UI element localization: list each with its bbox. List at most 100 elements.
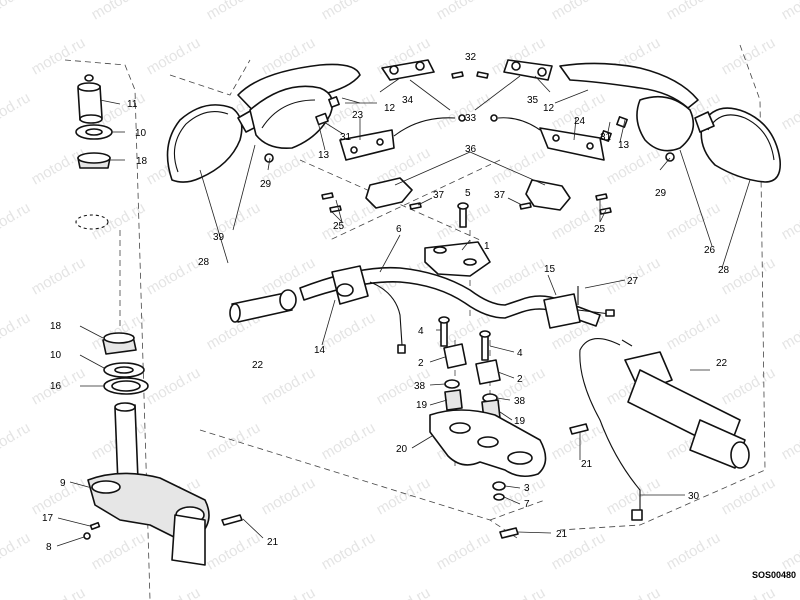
left-switch-14: [331, 265, 406, 354]
callout-2-right: 2: [517, 374, 523, 385]
watermark-text: motod.ru: [779, 0, 800, 23]
callout-18: 18: [136, 156, 148, 167]
watermark-text: motod.ru: [89, 0, 149, 23]
callout-36: 36: [465, 144, 477, 155]
watermark-text: motod.ru: [259, 474, 319, 518]
watermark-text: motod.ru: [0, 309, 33, 353]
right-clamp-35: [503, 59, 553, 81]
callout-labels: 32 11 10 18 34 35 12 12 33 23 31 24 31 1…: [42, 52, 730, 553]
watermark-text: motod.ru: [0, 529, 33, 573]
callout-10-lower: 10: [50, 350, 62, 361]
callout-7: 7: [524, 499, 530, 510]
callout-37-left: 37: [433, 190, 445, 201]
right-throttle-assembly: [579, 338, 750, 521]
watermark-text: motod.ru: [779, 529, 800, 573]
watermark-text: motod.ru: [0, 199, 33, 243]
callout-19-right: 19: [514, 416, 526, 427]
watermark-text: motod.ru: [779, 199, 800, 243]
watermark-text: motod.ru: [29, 474, 89, 518]
callout-23: 23: [352, 110, 364, 121]
callout-32: 32: [465, 52, 477, 63]
upper-triple-clamp-20: [429, 409, 589, 539]
left-spacers-31-13: [315, 96, 340, 126]
left-clamp-34: [381, 59, 435, 81]
callout-3: 3: [524, 483, 530, 494]
left-handguard-26: [237, 63, 361, 163]
watermark-text: motod.ru: [489, 584, 549, 600]
callout-14: 14: [314, 345, 326, 356]
watermark-text: motod.ru: [664, 199, 724, 243]
callout-29-left: 29: [260, 179, 272, 190]
callout-24: 24: [574, 116, 586, 127]
watermark-text: motod.ru: [549, 0, 609, 23]
callout-26: 26: [704, 245, 716, 256]
callout-16: 16: [50, 381, 62, 392]
washer-10-lower: [103, 362, 145, 378]
callout-21-left: 21: [267, 537, 279, 548]
screws-32-33: [451, 71, 489, 79]
watermark-text: motod.ru: [29, 584, 89, 600]
callout-11: 11: [127, 99, 138, 110]
watermark-text: motod.ru: [259, 364, 319, 408]
callout-35: 35: [527, 95, 539, 106]
watermark-text: motod.ru: [0, 419, 33, 463]
callout-31-right: 31: [600, 132, 612, 143]
watermark-text: motod.ru: [29, 254, 89, 298]
right-mirror-28: [694, 107, 782, 183]
callout-1: 1: [484, 241, 490, 252]
watermark-text: motod.ru: [319, 309, 379, 353]
callout-22-right: 22: [716, 358, 728, 369]
watermark-text: motod.ru: [604, 144, 664, 188]
bolt-17-and-nut-8: [83, 521, 101, 540]
watermark-text: motod.ru: [204, 419, 264, 463]
callout-34: 34: [402, 95, 414, 106]
watermark-text: motod.ru: [89, 529, 149, 573]
lower-triple-clamp-9: [87, 402, 210, 566]
callout-28-left: 28: [198, 257, 210, 268]
callout-10: 10: [135, 128, 147, 139]
drawing-code: SOS00480: [752, 570, 796, 580]
callout-28-right: 28: [718, 265, 730, 276]
stem-cap-11: [77, 74, 103, 124]
callout-13-right: 13: [618, 140, 630, 151]
left-mirror-28: [166, 104, 263, 183]
watermark-text: motod.ru: [319, 419, 379, 463]
callout-15: 15: [544, 264, 556, 275]
callout-4-right: 4: [517, 348, 523, 359]
callout-38-left: 38: [414, 381, 426, 392]
watermark-text: motod.ru: [434, 89, 494, 133]
callout-19-left: 19: [416, 400, 428, 411]
callout-33: 33: [465, 113, 477, 124]
callout-2-left: 2: [418, 358, 424, 369]
seal-ghost: [75, 214, 109, 230]
callout-30: 30: [688, 491, 700, 502]
leader-lines: [56, 75, 751, 547]
callout-22-left: 22: [252, 360, 264, 371]
callout-31-left: 31: [340, 132, 352, 143]
watermark-text: motod.ru: [0, 89, 33, 133]
callout-4-left: 4: [418, 326, 424, 337]
watermark-text: motod.ru: [144, 34, 204, 78]
risers-2-4-38-19: [438, 316, 501, 421]
callout-27: 27: [627, 276, 639, 287]
right-handguard-26: [559, 62, 699, 162]
washer-10-top: [75, 124, 113, 140]
left-bracket-23: [339, 114, 466, 161]
watermark-text: motod.ru: [144, 584, 204, 600]
watermark-text: motod.ru: [664, 0, 724, 23]
watermark-text: motod.ru: [144, 254, 204, 298]
callout-9: 9: [60, 478, 66, 489]
watermark-text: motod.ru: [719, 474, 779, 518]
watermark-text: motod.ru: [0, 0, 33, 23]
watermark-text: motod.ru: [779, 309, 800, 353]
watermark-text: motod.ru: [319, 529, 379, 573]
callout-20: 20: [396, 444, 408, 455]
watermark-text: motod.ru: [434, 0, 494, 23]
watermark-text: motod.ru: [434, 529, 494, 573]
watermark-text: motod.ru: [779, 89, 800, 133]
watermark-text: motod.ru: [719, 364, 779, 408]
watermark-text: motod.ru: [719, 34, 779, 78]
callout-17: 17: [42, 513, 54, 524]
